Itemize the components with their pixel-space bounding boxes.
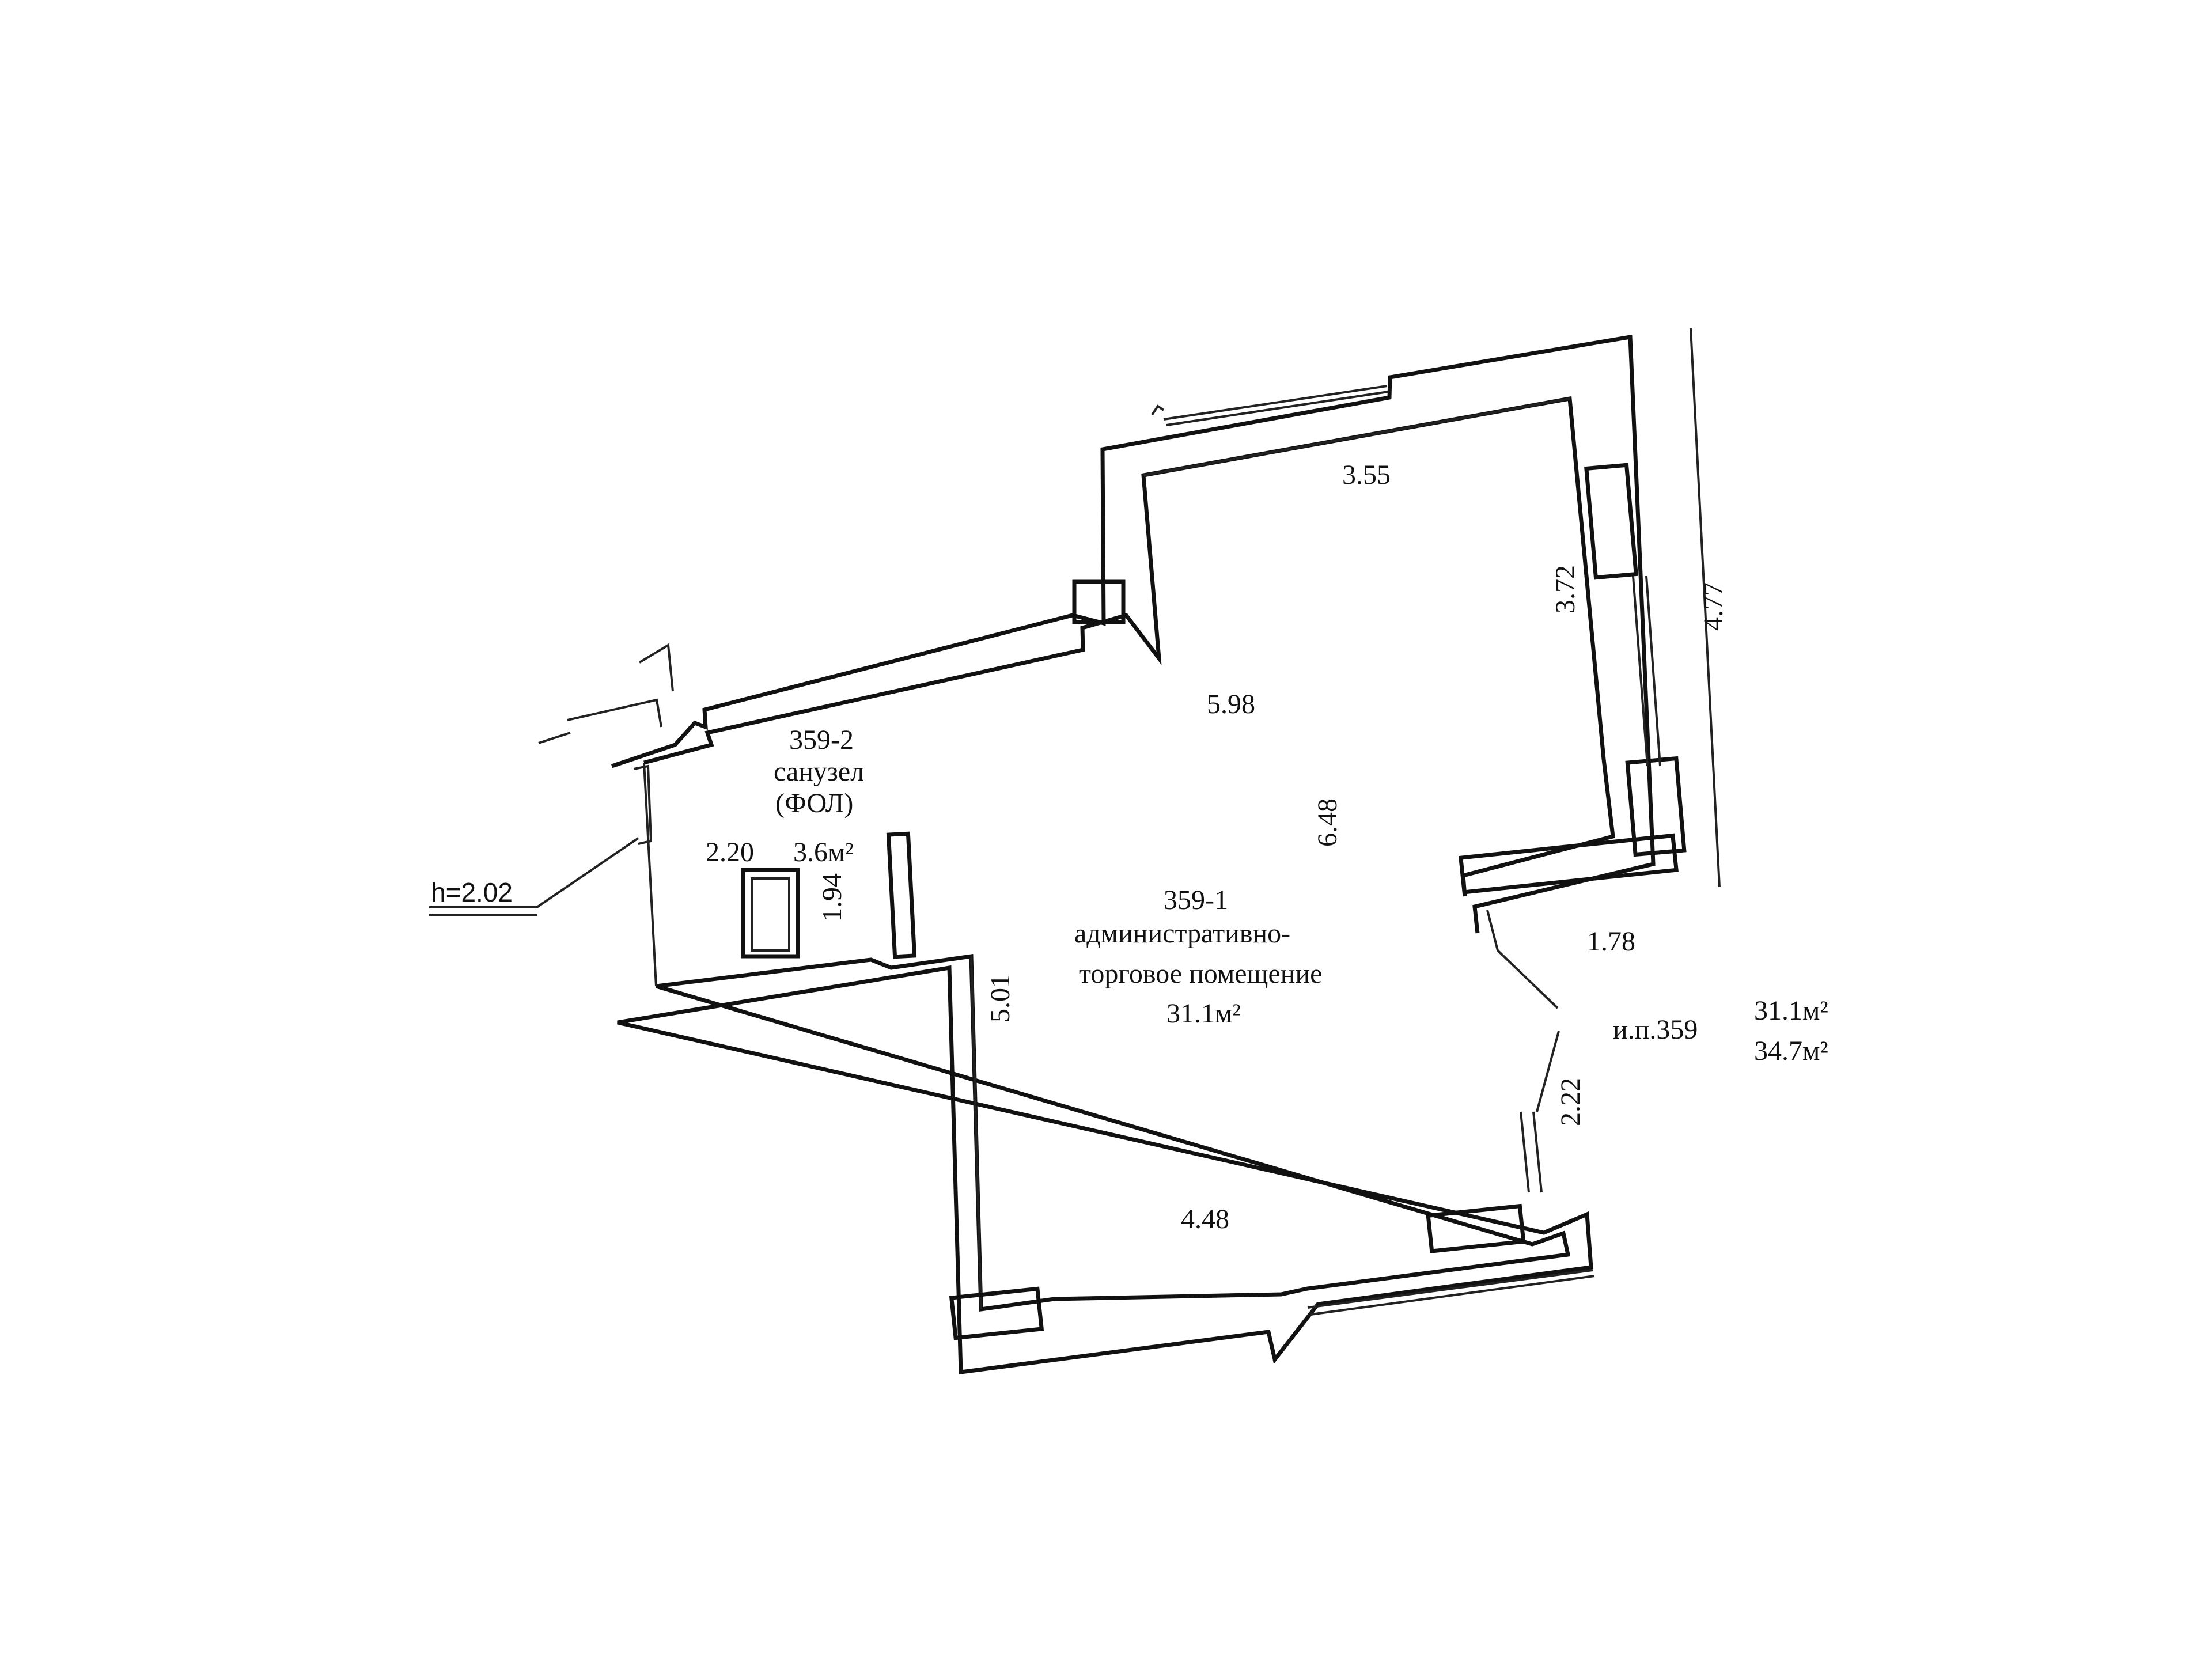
bathroom-name: санузел bbox=[774, 756, 864, 787]
inner-wall-contour bbox=[643, 396, 1615, 1312]
niche-right-top bbox=[1584, 463, 1638, 580]
dim-bottom-wall: 4.48 bbox=[1181, 1204, 1229, 1234]
bathroom-shaft bbox=[538, 643, 674, 845]
unit-label: и.п.359 bbox=[1613, 1014, 1698, 1045]
balcony-partition bbox=[1459, 833, 1679, 895]
bathroom-finish: (ФОЛ) bbox=[775, 788, 853, 819]
main-room-number: 359-1 bbox=[1164, 885, 1228, 915]
dim-upper-diagonal: 5.98 bbox=[1207, 689, 1255, 719]
main-room-name-line1: административно- bbox=[1074, 918, 1290, 949]
ceiling-height-leader bbox=[429, 837, 639, 908]
bathroom-area: 3.6м² bbox=[793, 837, 854, 868]
dim-bath-depth: 1.94 bbox=[817, 873, 847, 922]
unit-area-living: 31.1м² bbox=[1754, 995, 1828, 1026]
dim-right-outer: 4.77 bbox=[1698, 582, 1729, 631]
main-room-name-line2: торговое помещение bbox=[1079, 959, 1322, 989]
dim-right-bottom: 1.78 bbox=[1587, 926, 1635, 957]
column-bottom-left bbox=[949, 1286, 1044, 1340]
outer-wall-contour bbox=[611, 334, 1656, 1374]
radiator-bottom bbox=[1426, 1203, 1526, 1253]
bathroom-fixture bbox=[741, 868, 800, 959]
partition-pier bbox=[886, 831, 917, 959]
unit-area-total: 34.7м² bbox=[1754, 1036, 1828, 1066]
dim-center-vertical: 6.48 bbox=[1312, 798, 1343, 847]
dim-right-niche: 3.72 bbox=[1550, 565, 1581, 613]
dim-top-wall: 3.55 bbox=[1342, 460, 1391, 490]
wall-inner-face bbox=[643, 397, 1570, 1310]
window-right bbox=[1632, 328, 1721, 888]
main-room-area: 31.1м² bbox=[1166, 998, 1241, 1029]
window-bottom bbox=[1307, 1269, 1595, 1316]
column-top bbox=[1072, 579, 1126, 624]
bathroom-fixture-inner bbox=[751, 877, 790, 952]
dim-bath-width: 2.20 bbox=[706, 837, 754, 868]
window-top bbox=[1151, 385, 1389, 426]
ceiling-height: h=2.02 bbox=[431, 877, 513, 907]
dim-entrance: 2.22 bbox=[1555, 1078, 1586, 1126]
dim-left-vertical: 5.01 bbox=[985, 974, 1016, 1022]
bathroom-number: 359-2 bbox=[789, 725, 854, 755]
entrance-door bbox=[1486, 910, 1560, 1193]
niche-right-mid bbox=[1625, 756, 1687, 857]
